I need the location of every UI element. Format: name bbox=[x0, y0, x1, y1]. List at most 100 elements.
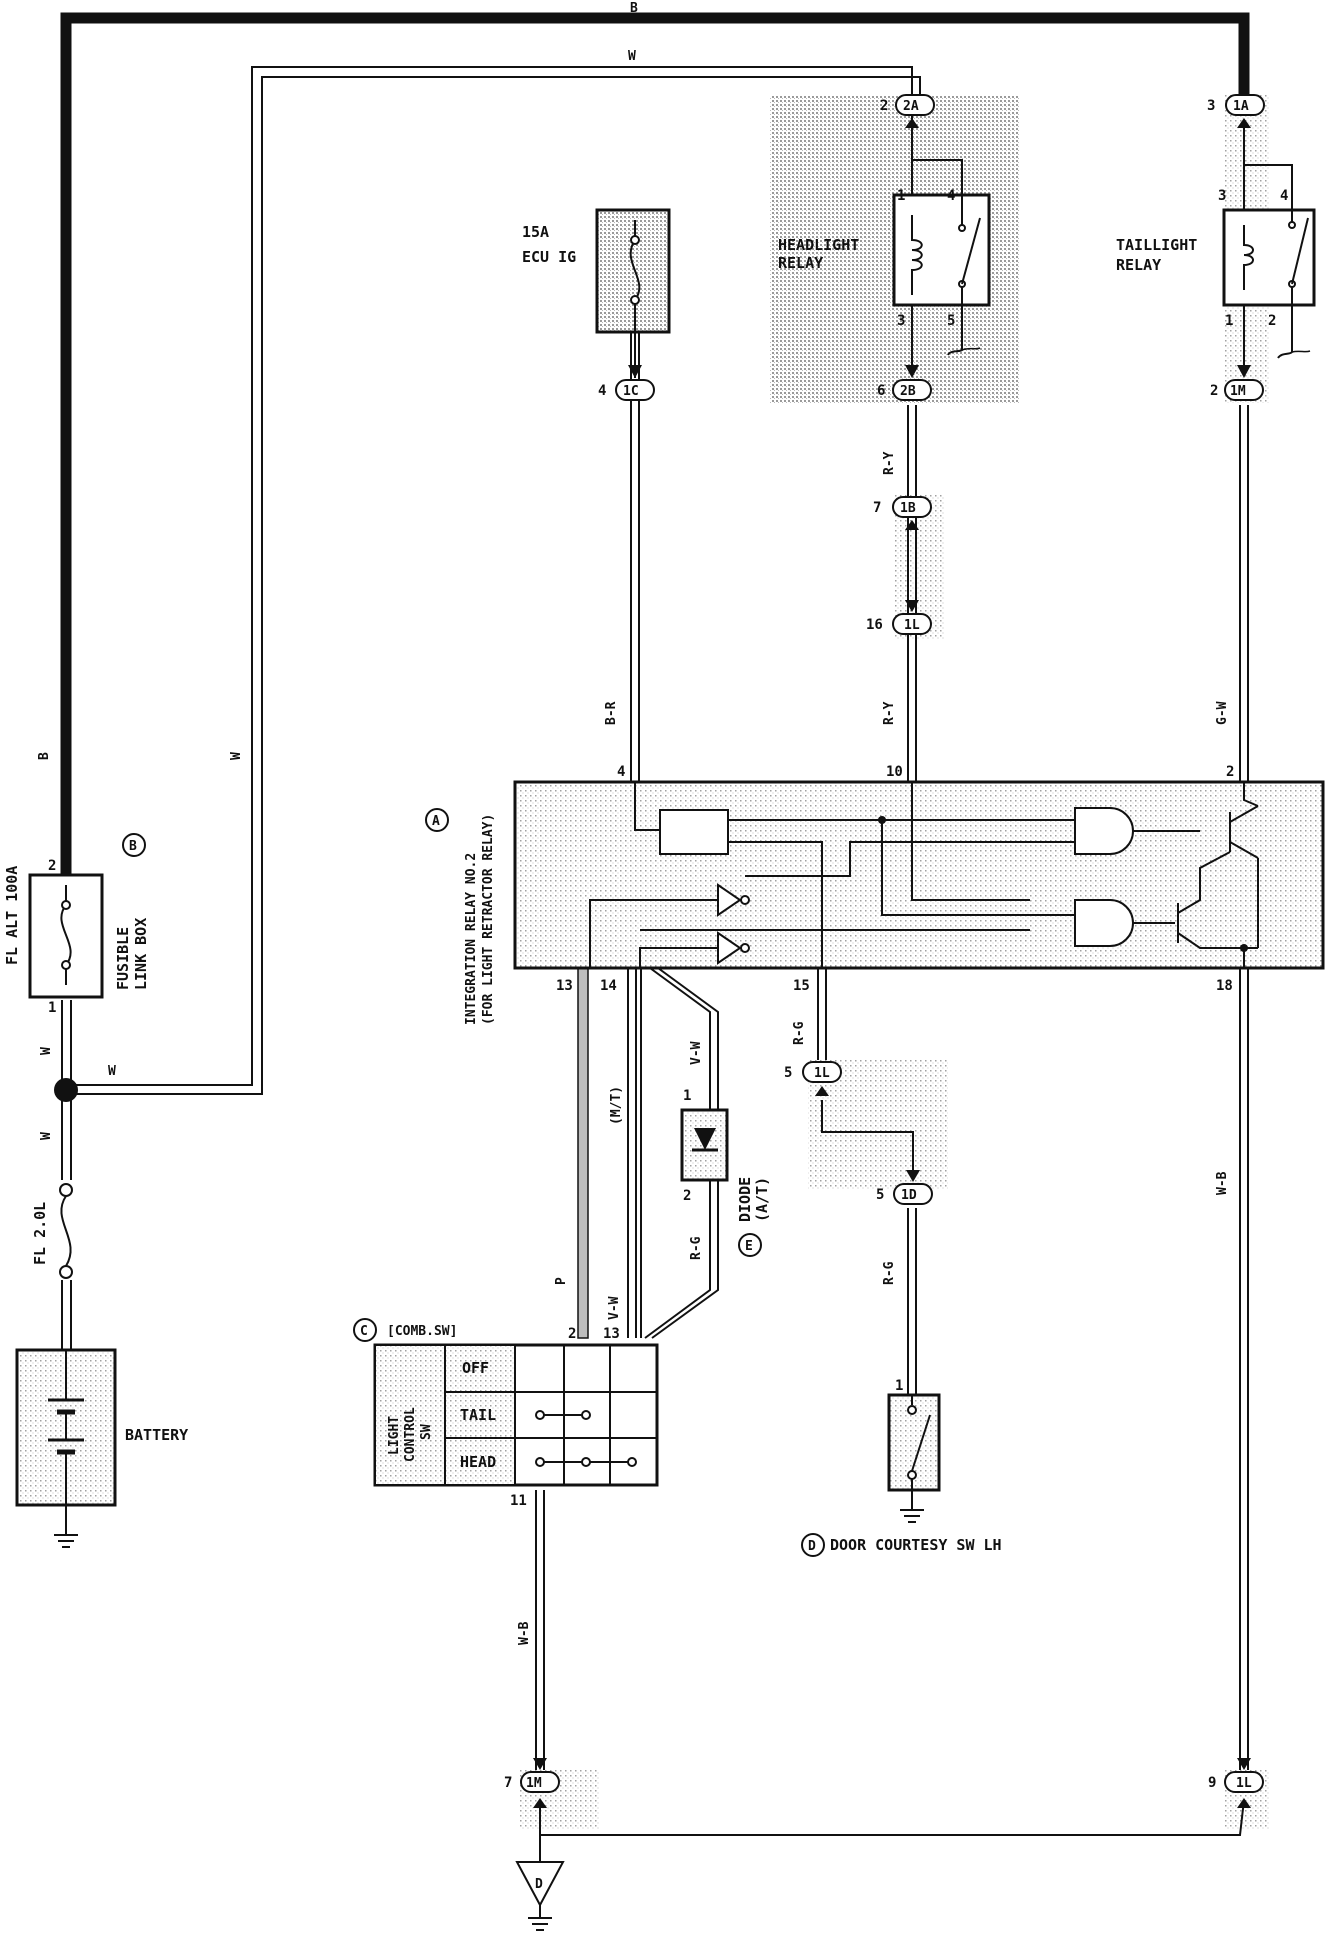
label-w-fuse-bottom: W bbox=[39, 1132, 54, 1140]
integration-relay bbox=[513, 780, 1325, 970]
taillight-relay-label-1: TAILLIGHT bbox=[1116, 236, 1197, 254]
comb-title-3: SW bbox=[419, 1424, 434, 1440]
diode-label-2: (A/T) bbox=[753, 1177, 771, 1222]
taillight-relay-label-2: RELAY bbox=[1116, 256, 1161, 274]
fusible-label-1: FUSIBLE bbox=[114, 927, 132, 990]
label-left-b: B bbox=[37, 752, 52, 760]
wire-ground-return bbox=[540, 1799, 1245, 1836]
label-p-wire: P bbox=[554, 1277, 569, 1285]
fusible-label-2: LINK BOX bbox=[132, 918, 150, 990]
label-taillight-wire: G-W bbox=[1215, 701, 1230, 725]
svg-text:2A: 2A bbox=[903, 99, 919, 114]
svg-text:2B: 2B bbox=[900, 384, 916, 399]
diode-label-1: DIODE bbox=[736, 1177, 754, 1222]
svg-text:1D: 1D bbox=[901, 1188, 917, 1203]
integration-pin-10: 10 bbox=[886, 764, 903, 780]
diode-pin-2: 2 bbox=[683, 1188, 691, 1204]
fl20-fuse bbox=[59, 1183, 73, 1279]
integration-pin-4: 4 bbox=[617, 764, 625, 780]
label-headlight-wire-upper: R-Y bbox=[882, 451, 897, 475]
svg-text:1L: 1L bbox=[814, 1066, 830, 1081]
wire-ecu bbox=[630, 330, 640, 782]
headlight-relay-pin-5: 5 bbox=[947, 313, 955, 329]
ecu-fuse-label-2: ECU IG bbox=[522, 248, 576, 266]
connector-1L-9: 1L bbox=[1224, 1758, 1264, 1808]
integration-pin-15: 15 bbox=[793, 978, 810, 994]
comb-switch bbox=[373, 1343, 659, 1487]
label-wb-right: W-B bbox=[1215, 1171, 1230, 1195]
svg-text:C: C bbox=[360, 1324, 368, 1339]
wire-wb-left bbox=[535, 1490, 545, 1770]
fusible-marker: B bbox=[122, 833, 146, 857]
connector-2B: 2B bbox=[892, 365, 932, 401]
svg-text:1A: 1A bbox=[1233, 99, 1249, 114]
label-mt: (M/T) bbox=[609, 1086, 624, 1125]
label-wb-left: W-B bbox=[517, 1621, 532, 1645]
comb-pin-11: 11 bbox=[510, 1493, 527, 1509]
wire-b-main bbox=[60, 12, 1250, 875]
connector-1C-pin: 4 bbox=[598, 383, 606, 399]
connector-1A: 1A bbox=[1225, 94, 1265, 128]
headlight-relay-pin-3: 3 bbox=[897, 313, 905, 329]
door-sw-pin-1: 1 bbox=[895, 1378, 903, 1394]
comb-row-head: HEAD bbox=[460, 1453, 496, 1471]
integration-relay-marker: A bbox=[425, 808, 449, 832]
connector-2A: 2A bbox=[895, 94, 935, 150]
taillight-relay-pin-4: 4 bbox=[1280, 188, 1288, 204]
label-headlight-wire-lower: R-Y bbox=[882, 701, 897, 725]
diode-marker: E bbox=[738, 1233, 762, 1257]
label-vw-right: V-W bbox=[689, 1041, 704, 1065]
taillight-relay-pin-3: 3 bbox=[1218, 188, 1226, 204]
connector-1L-16: 1L bbox=[892, 600, 932, 635]
label-w-junction: W bbox=[108, 1064, 116, 1079]
label-top-w: W bbox=[628, 49, 636, 64]
fusible-pin-1: 1 bbox=[48, 1000, 56, 1016]
taillight-relay-pin-2: 2 bbox=[1268, 313, 1276, 329]
svg-text:1M: 1M bbox=[1230, 384, 1246, 399]
wire-taillight bbox=[1239, 405, 1249, 782]
taillight-relay bbox=[1222, 125, 1316, 370]
battery-ground-icon bbox=[54, 1505, 78, 1548]
wire-p bbox=[577, 967, 589, 1339]
comb-pin-13: 13 bbox=[603, 1326, 620, 1342]
taillight-relay-pin-1: 1 bbox=[1225, 313, 1233, 329]
ground-d-icon bbox=[515, 1808, 565, 1931]
fl-alt-100a-label: FL ALT 100A bbox=[3, 866, 21, 965]
connector-1M-bottom: 1M bbox=[520, 1758, 560, 1808]
wire-wb-right bbox=[1239, 968, 1249, 1770]
svg-text:1L: 1L bbox=[904, 618, 920, 633]
fusible-link-box bbox=[28, 873, 104, 999]
comb-title-1: LIGHT bbox=[387, 1416, 402, 1455]
comb-marker: C bbox=[353, 1318, 377, 1342]
integration-pin-18: 18 bbox=[1216, 978, 1233, 994]
svg-text:A: A bbox=[432, 814, 440, 829]
label-door-wire: R-G bbox=[882, 1261, 897, 1285]
headlight-relay bbox=[892, 135, 991, 370]
wire-headlight bbox=[907, 405, 917, 782]
connector-1M-bottom-pin: 7 bbox=[504, 1775, 512, 1791]
door-sw-marker: D bbox=[801, 1533, 825, 1557]
battery-icon bbox=[15, 1348, 117, 1507]
connector-1L-5-pin: 5 bbox=[784, 1065, 792, 1081]
diode-pin-1: 1 bbox=[683, 1088, 691, 1104]
svg-text:1M: 1M bbox=[526, 1776, 542, 1791]
comb-pin-2: 2 bbox=[568, 1326, 576, 1342]
connector-1B-pin: 7 bbox=[873, 500, 881, 516]
connector-1M-top-pin: 2 bbox=[1210, 383, 1218, 399]
label-top-b: B bbox=[630, 1, 638, 16]
svg-text:1C: 1C bbox=[623, 384, 639, 399]
integration-relay-label-1: INTEGRATION RELAY NO.2 bbox=[464, 853, 479, 1025]
connector-1D-pin: 5 bbox=[876, 1187, 884, 1203]
ground-d-marker: D bbox=[535, 1877, 543, 1892]
ecu-ig-fuse bbox=[595, 208, 671, 378]
connector-1D: 1D bbox=[893, 1170, 933, 1205]
wire-pin15 bbox=[817, 968, 917, 1395]
connector-1B: 1B bbox=[892, 496, 932, 530]
wire-w-loop bbox=[75, 66, 921, 1095]
fusible-pin-2: 2 bbox=[48, 858, 56, 874]
connector-1A-pin: 3 bbox=[1207, 98, 1215, 114]
headlight-relay-label-1: HEADLIGHT bbox=[778, 236, 859, 254]
svg-text:D: D bbox=[808, 1539, 816, 1554]
integration-pin-14: 14 bbox=[600, 978, 617, 994]
